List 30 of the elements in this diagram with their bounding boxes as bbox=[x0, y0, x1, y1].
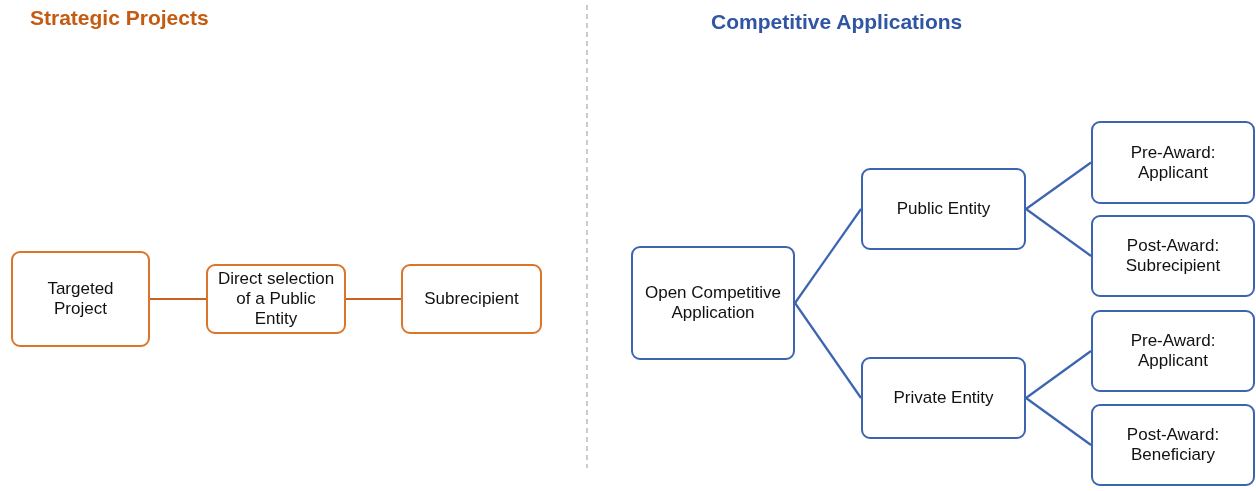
node-label: Pre-Award: Applicant bbox=[1129, 142, 1217, 183]
node-label: Post-Award: Beneficiary bbox=[1125, 425, 1221, 465]
process-box bbox=[861, 168, 1026, 250]
node-label: Post-Award: Subrecipient bbox=[1124, 236, 1222, 276]
process-box bbox=[206, 264, 346, 334]
connector-line bbox=[346, 297, 401, 301]
process-box bbox=[1091, 404, 1255, 486]
node-label: Public Entity bbox=[895, 199, 992, 219]
node-label: Targeted Project bbox=[46, 279, 115, 319]
process-box bbox=[1091, 121, 1255, 204]
node-label: Private Entity bbox=[892, 388, 995, 408]
process-box bbox=[1091, 310, 1255, 392]
connector-line bbox=[1025, 208, 1092, 257]
node-label: Direct selection of a Public Entity bbox=[216, 269, 336, 329]
node-label: Open Competitive Application bbox=[643, 283, 783, 323]
connector-line bbox=[1025, 397, 1092, 446]
process-box bbox=[11, 251, 150, 347]
section-heading: Competitive Applications bbox=[711, 10, 963, 34]
connector-line bbox=[1025, 350, 1092, 399]
node-label: Subrecipient bbox=[423, 289, 520, 309]
process-box bbox=[1091, 215, 1255, 297]
connector-line bbox=[794, 302, 862, 399]
connector-line bbox=[150, 297, 206, 301]
section-heading: Strategic Projects bbox=[30, 6, 209, 30]
process-box bbox=[631, 246, 795, 360]
connector-line bbox=[1025, 161, 1092, 210]
connector-line bbox=[794, 208, 862, 304]
process-box bbox=[861, 357, 1026, 439]
process-box bbox=[401, 264, 542, 334]
node-label: Pre-Award: Applicant bbox=[1129, 331, 1217, 371]
